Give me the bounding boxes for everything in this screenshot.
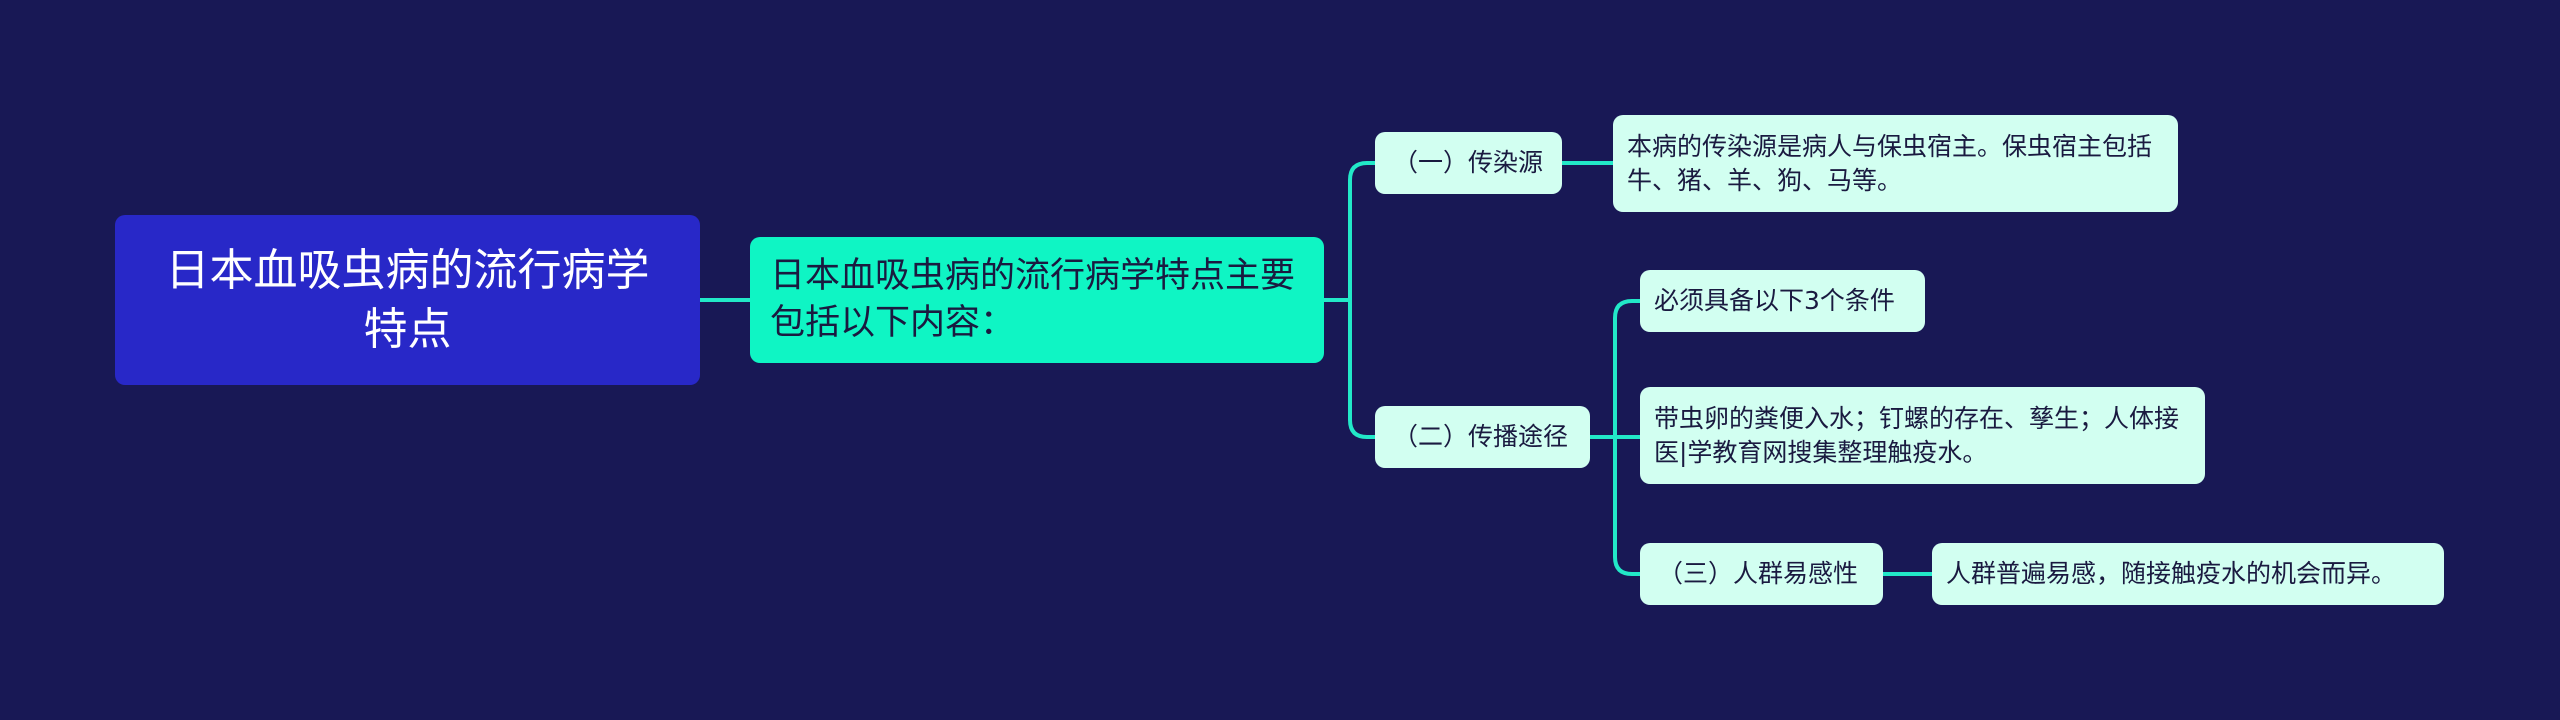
branch-infection-source[interactable]: （一）传染源: [1375, 132, 1562, 194]
leaf-infection-source-text: 本病的传染源是病人与保虫宿主。保虫宿主包括牛、猪、羊、狗、马等。: [1627, 131, 2153, 195]
connector-route-susceptible: [1588, 435, 1642, 576]
leaf-transmission-condition-text: 必须具备以下3个条件: [1654, 286, 1895, 316]
branch-transmission-route-label: （二）传播途径: [1393, 422, 1569, 452]
connector-route-condition: [1588, 299, 1642, 439]
summary-node[interactable]: 日本血吸虫病的流行病学特点主要包括以下内容：: [750, 237, 1324, 363]
branch-population-susceptibility[interactable]: （三）人群易感性: [1640, 543, 1883, 605]
branch-infection-source-label: （一）传染源: [1393, 148, 1544, 178]
connector-summary-route: [1322, 298, 1377, 439]
branch-population-susceptibility-label: （三）人群易感性: [1658, 559, 1859, 589]
summary-node-text: 日本血吸虫病的流行病学特点主要包括以下内容：: [770, 255, 1296, 343]
root-topic[interactable]: 日本血吸虫病的流行病学特点: [115, 215, 700, 385]
leaf-transmission-detail-text: 带虫卵的粪便入水；钉螺的存在、孳生；人体接医|学教育网搜集整理触疫水。: [1654, 403, 2180, 467]
leaf-population-susceptibility-text: 人群普遍易感，随接触疫水的机会而异。: [1946, 559, 2397, 589]
leaf-transmission-condition[interactable]: 必须具备以下3个条件: [1640, 270, 1925, 332]
connector-summary-source: [1322, 161, 1377, 302]
leaf-population-susceptibility-detail[interactable]: 人群普遍易感，随接触疫水的机会而异。: [1932, 543, 2444, 605]
leaf-transmission-detail[interactable]: 带虫卵的粪便入水；钉螺的存在、孳生；人体接医|学教育网搜集整理触疫水。: [1640, 387, 2205, 484]
branch-transmission-route[interactable]: （二）传播途径: [1375, 406, 1590, 468]
root-topic-text: 日本血吸虫病的流行病学特点: [165, 244, 650, 355]
leaf-infection-source-detail[interactable]: 本病的传染源是病人与保虫宿主。保虫宿主包括牛、猪、羊、狗、马等。: [1613, 115, 2178, 212]
